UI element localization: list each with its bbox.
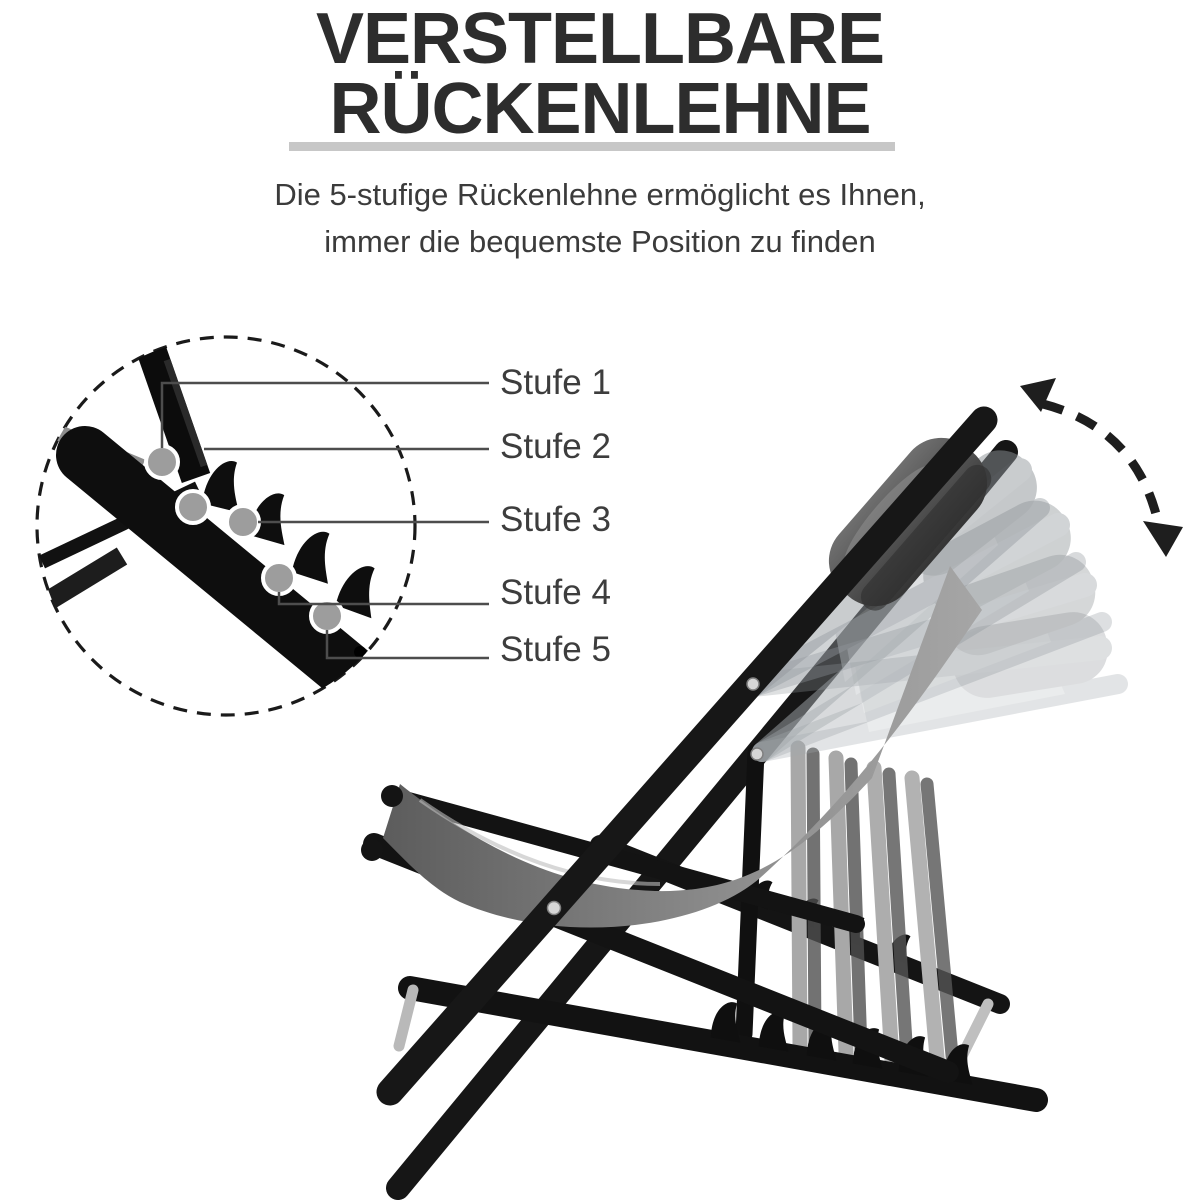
page-subtitle-line2: immer die bequemste Position zu finden bbox=[324, 224, 876, 259]
notch-dot-4 bbox=[261, 560, 297, 596]
leader-line-stufe-1 bbox=[160, 381, 489, 448]
notch-dot-1 bbox=[144, 444, 180, 480]
callout-label-stufe-4: Stufe 4 bbox=[500, 573, 611, 612]
notch-dot-3 bbox=[225, 504, 261, 540]
cross-bolt bbox=[546, 900, 562, 916]
callout-label-stufe-3: Stufe 3 bbox=[500, 500, 611, 539]
backrest-rail-end bbox=[137, 347, 211, 483]
rack-end-hole bbox=[354, 646, 366, 658]
front-cross-brace bbox=[393, 984, 419, 1052]
leader-line-stufe-5 bbox=[325, 630, 489, 660]
notch-position-dots bbox=[144, 444, 345, 634]
callout-label-stufe-2: Stufe 2 bbox=[500, 427, 611, 466]
leader-line-stufe-4 bbox=[277, 592, 489, 606]
hinge-bolts bbox=[546, 677, 764, 916]
seat-side-rail bbox=[385, 788, 865, 933]
detail-circle-view bbox=[35, 335, 489, 717]
callout-leader-lines bbox=[160, 381, 489, 660]
recline-arrow-head-up bbox=[1020, 378, 1056, 412]
fabric-sheen bbox=[418, 798, 661, 886]
page-subtitle-line1: Die 5-stufige Rückenlehne ermöglicht es … bbox=[274, 177, 926, 212]
strut-pivot-bolt bbox=[750, 747, 764, 761]
notched-rack-bar bbox=[56, 426, 399, 715]
page-title: VERSTELLBARE RÜCKENLEHNE bbox=[0, 0, 1200, 149]
recline-arrow-arc bbox=[1041, 399, 1163, 524]
seat-rail-end-cap bbox=[381, 785, 403, 807]
page-title-line2: RÜCKENLEHNE bbox=[329, 69, 871, 149]
sling-fabric bbox=[383, 566, 982, 928]
recline-arrow-head-down bbox=[1143, 521, 1183, 557]
callout-label-stufe-1: Stufe 1 bbox=[500, 363, 611, 402]
recline-arrow-icon bbox=[1020, 378, 1183, 557]
base-rail-near bbox=[398, 976, 1048, 1112]
title-underline bbox=[289, 142, 895, 151]
page-subtitle: Die 5-stufige Rückenlehne ermöglicht es … bbox=[0, 171, 1200, 265]
notch-dot-2 bbox=[175, 489, 211, 525]
deck-chair-illustration bbox=[361, 378, 1183, 1200]
chair-near-side-rail bbox=[376, 406, 998, 1106]
page-title-line1: VERSTELLBARE bbox=[315, 0, 885, 79]
callout-label-stufe-5: Stufe 5 bbox=[500, 630, 611, 669]
rear-leg-end-cap bbox=[361, 839, 383, 861]
ghost-backrest-stufe-4 bbox=[741, 554, 1112, 762]
backrest-rail-edge bbox=[163, 358, 208, 468]
backrest-pivot-bolt bbox=[746, 677, 760, 691]
